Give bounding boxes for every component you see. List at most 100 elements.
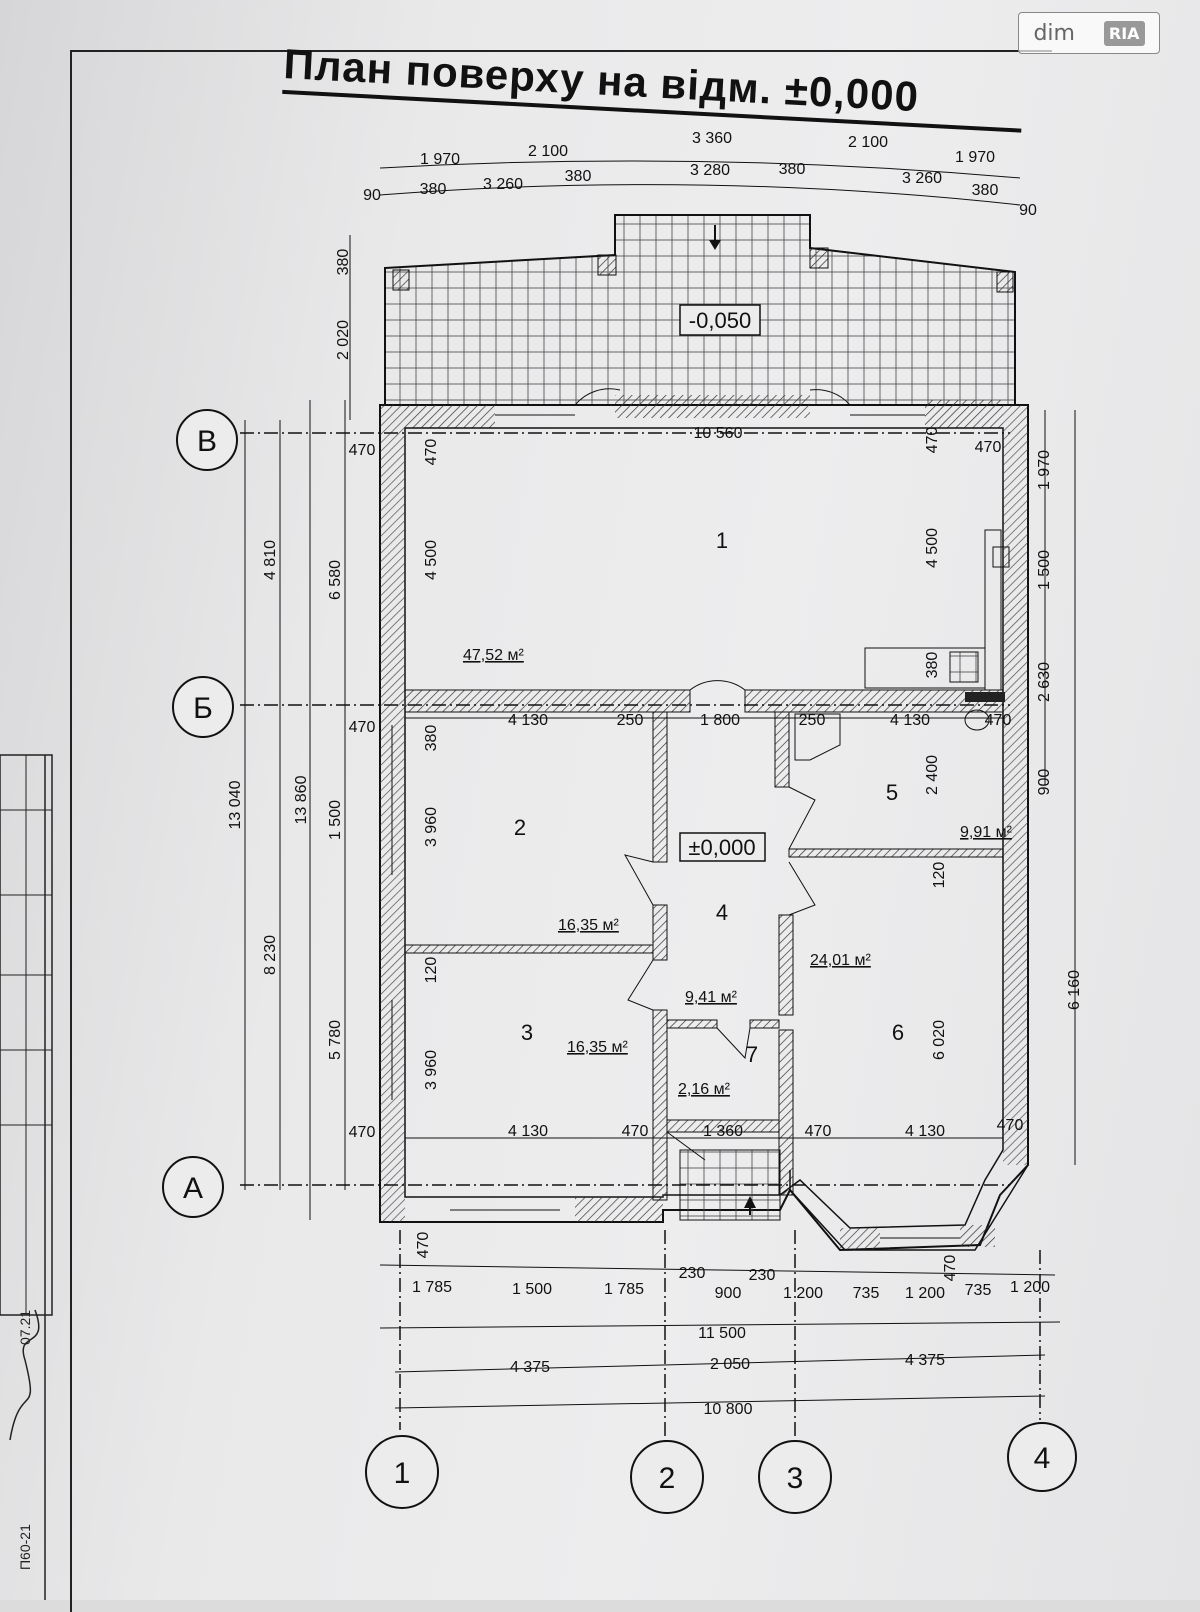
dim-text: 4 130 (905, 1123, 945, 1140)
dim-text: 4 810 (262, 540, 279, 580)
left-terrace-dimensions: 380 2 020 (335, 249, 352, 360)
room-area: 9,91 м² (960, 824, 1013, 841)
dim-text: 380 (420, 181, 447, 198)
dim-text: 2 020 (335, 320, 352, 360)
dim-text: 13 860 (293, 775, 310, 824)
inner-walls (404, 388, 1029, 1251)
title-block: 07.21 П60-21 (0, 754, 53, 1600)
dim-text: 470 (975, 439, 1002, 456)
room-area: 16,35 м² (558, 917, 619, 934)
room-number: 6 (892, 1020, 904, 1045)
room-area: 9,41 м² (685, 989, 738, 1006)
dim-text: 900 (715, 1285, 742, 1302)
room-area: 2,16 м² (678, 1081, 731, 1098)
stamp-code: П60-21 (17, 1524, 33, 1570)
dim-text: 1 500 (1036, 550, 1053, 590)
axis-label-2: 2 (659, 1462, 676, 1495)
dim-text: 470 (423, 439, 440, 466)
dim-text: 10 800 (704, 1401, 753, 1418)
watermark-brand: dim (1033, 20, 1075, 46)
dim-text: 2 100 (848, 134, 888, 151)
dim-text: 470 (349, 719, 376, 736)
dim-text: 1 200 (1010, 1279, 1050, 1296)
drawing-frame (70, 50, 1052, 1612)
dim-text: 1 785 (412, 1279, 452, 1296)
dim-text: 6 160 (1066, 970, 1083, 1010)
right-inner-dimensions: 470 4 500 380 2 400 120 6 020 470 (924, 427, 959, 1282)
grid-axes (240, 432, 1041, 1445)
left-dimensions: 13 040 13 860 4 810 8 230 6 580 1 500 5 … (227, 439, 440, 1259)
dim-text: 2 400 (924, 755, 941, 795)
watermark-badge: RIA (1103, 20, 1145, 46)
dim-text: 4 375 (510, 1359, 550, 1376)
dim-text: 10 560 (694, 425, 743, 442)
stamp-date: 07.21 (17, 1310, 33, 1345)
dim-text: 470 (924, 427, 941, 454)
dim-text: 1 800 (700, 712, 740, 729)
dim-text: 11 500 (698, 1325, 746, 1342)
room-number: 5 (886, 780, 898, 805)
room-number: 7 (746, 1042, 758, 1067)
outer-walls (379, 395, 1029, 1252)
dim-text: 380 (423, 725, 440, 752)
signature (9, 1309, 40, 1441)
dim-text: 2 100 (528, 143, 568, 160)
dim-text: 470 (997, 1117, 1024, 1134)
dim-text: 3 960 (423, 807, 440, 847)
axis-label-v: В (197, 425, 217, 458)
interior-dimensions: 10 560 470 4 130 250 1 800 250 4 130 470… (508, 425, 1023, 1140)
dim-text: 470 (622, 1123, 649, 1140)
dim-text: 470 (805, 1123, 832, 1140)
axis-bubble-a: А (162, 1156, 224, 1218)
dim-text: 3 280 (690, 162, 730, 179)
dim-text: 3 260 (483, 176, 523, 193)
room-number: 4 (716, 900, 728, 925)
axis-label-a: А (183, 1172, 203, 1205)
dim-text: 470 (985, 712, 1012, 729)
room-number: 1 (716, 528, 728, 553)
dim-text: 735 (965, 1282, 992, 1299)
dim-text: 1 500 (512, 1281, 552, 1298)
axis-bubble-b: Б (172, 676, 234, 738)
terrace: -0,050 (384, 214, 1016, 406)
dim-text: 380 (565, 168, 592, 185)
axis-label-b: Б (193, 692, 213, 725)
axis-label-1: 1 (394, 1457, 411, 1490)
dim-text: 4 375 (905, 1352, 945, 1369)
bottom-dimensions: 1 785 1 500 1 785 230 900 230 1 200 735 … (412, 1265, 1050, 1418)
dim-text: 4 130 (890, 712, 930, 729)
dim-text: 13 040 (227, 780, 244, 829)
floor-level: ±0,000 (688, 835, 755, 860)
dim-text: 900 (1036, 769, 1053, 796)
top-dimensions: 1 970 2 100 3 360 2 100 1 970 90 380 3 2… (363, 130, 1037, 219)
dim-text: 1 500 (327, 800, 344, 840)
dim-text: 735 (853, 1285, 880, 1302)
dim-text: 1 970 (955, 149, 995, 166)
dim-text: 2 630 (1036, 662, 1053, 702)
dimria-watermark: dim RIA (1018, 12, 1160, 54)
room-area: 47,52 м² (463, 647, 524, 664)
room-number: 2 (514, 815, 526, 840)
dim-text: 8 230 (262, 935, 279, 975)
dim-text: 4 500 (924, 528, 941, 568)
axis-bubble-1: 1 (365, 1435, 439, 1509)
dim-text: 230 (679, 1265, 706, 1282)
dimension-lines (244, 160, 1076, 1409)
room-number: 3 (521, 1020, 533, 1045)
dim-text: 470 (349, 442, 376, 459)
dim-text: 1 970 (1036, 450, 1053, 490)
axis-label-4: 4 (1034, 1442, 1051, 1475)
dim-text: 1 360 (703, 1123, 743, 1140)
dim-text: 1 785 (604, 1281, 644, 1298)
dim-text: 3 260 (902, 170, 942, 187)
right-outer-dimensions: 1 970 1 500 2 630 900 6 160 (1036, 450, 1083, 1010)
dim-text: 3 960 (423, 1050, 440, 1090)
dim-text: 90 (363, 187, 381, 204)
dim-text: 120 (423, 957, 440, 984)
axis-bubble-4: 4 (1007, 1422, 1077, 1492)
dim-text: 4 130 (508, 712, 548, 729)
dim-text: 250 (799, 712, 826, 729)
dim-text: 5 780 (327, 1020, 344, 1060)
dim-text: 230 (749, 1267, 776, 1284)
